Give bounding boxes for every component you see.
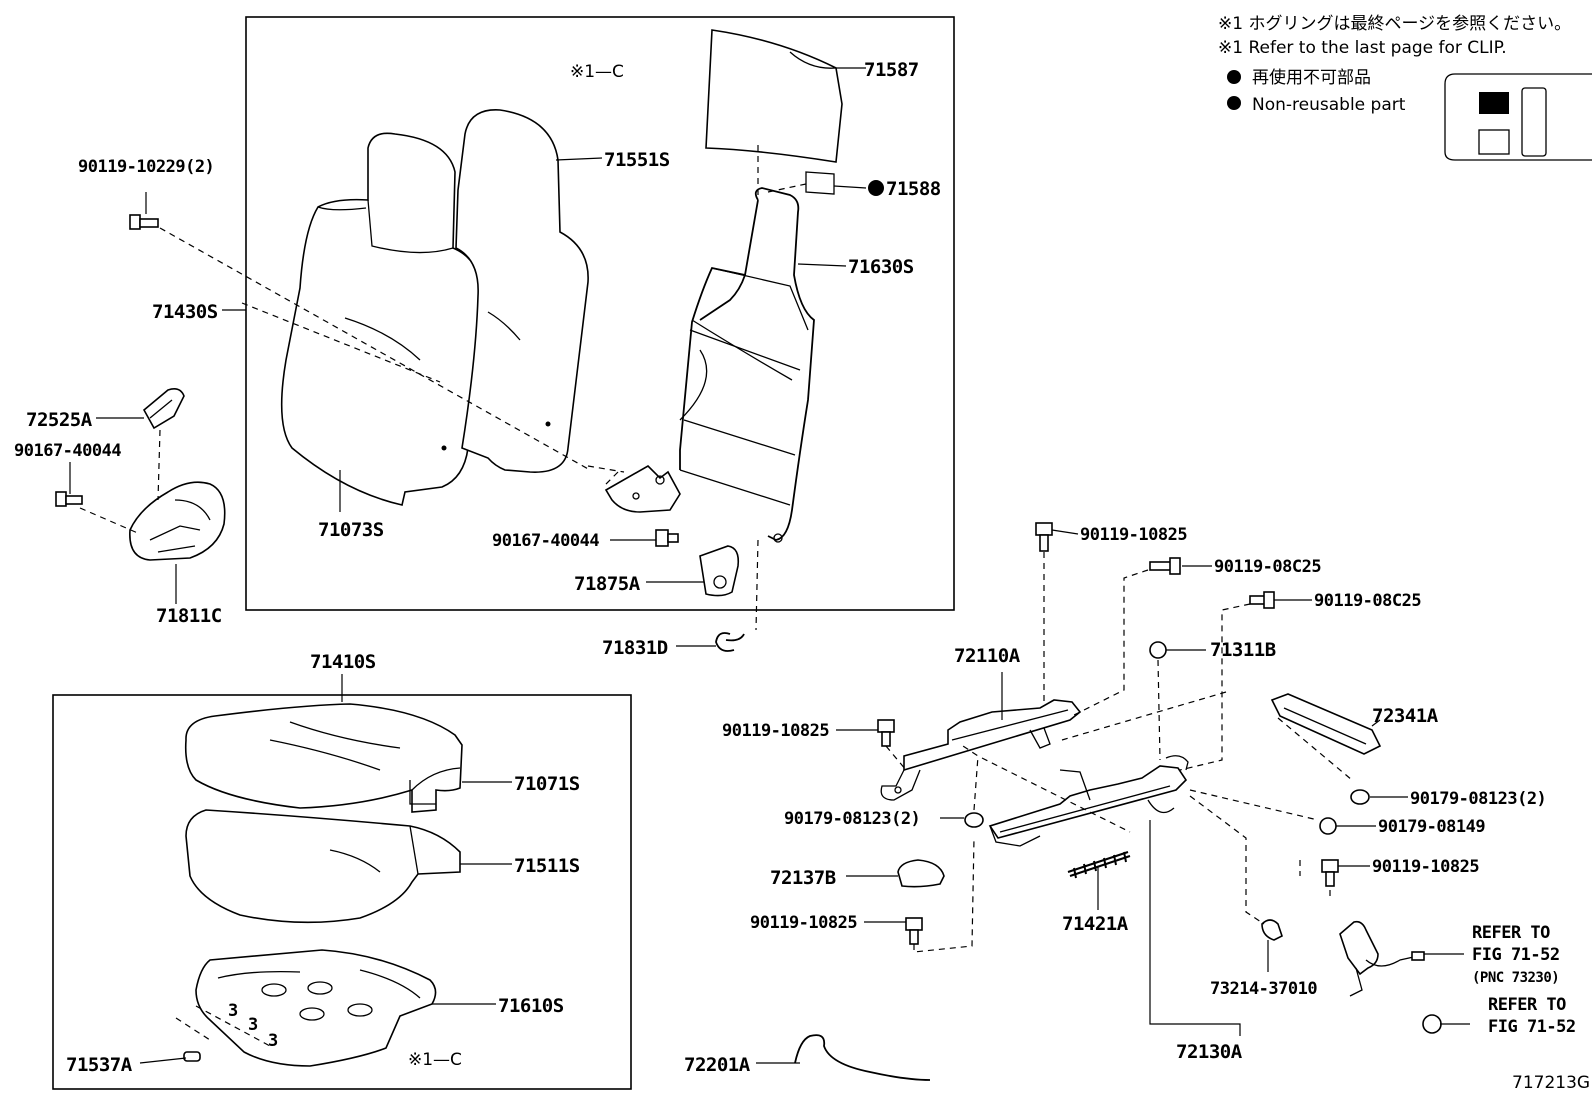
vehicle-location-icon [1444, 73, 1592, 161]
bolt-90119-10229 [129, 214, 159, 230]
bolt-90119-08C25-a [1149, 557, 1181, 575]
label-90167-40044-mid: 90167-40044 [492, 531, 599, 551]
label-90119-08C25-b: 90119-08C25 [1314, 591, 1421, 611]
label-90179-08123-right: 90179-08123(2) [1410, 789, 1546, 809]
label-90119-10825-left: 90119-10825 [722, 721, 829, 741]
recline-lever-72525A [142, 388, 185, 430]
note-clip-en: ※1 Refer to the last page for CLIP. [1218, 38, 1507, 58]
label-72110A: 72110A [954, 645, 1021, 667]
label-72130A: 72130A [1176, 1041, 1243, 1063]
label-90119-10229: 90119-10229(2) [78, 157, 214, 177]
refer1-pnc: (PNC 73230) [1472, 970, 1559, 986]
refer2-line2: FIG 71-52 [1488, 1017, 1576, 1037]
label-90179-08123-left: 90179-08123(2) [784, 809, 920, 829]
bolt-90119-10825-right [1321, 859, 1339, 887]
label-71831D: 71831D [602, 637, 668, 659]
recliner-hinge-bracket [604, 465, 681, 513]
label-72525A: 72525A [26, 409, 93, 431]
label-72341A: 72341A [1372, 705, 1439, 727]
seat-belt-buckle [1339, 920, 1379, 976]
nut-refer-fig [1422, 1014, 1442, 1034]
label-71421A: 71421A [1062, 913, 1129, 935]
note-nonreuse-en: Non-reusable part [1252, 95, 1406, 115]
svg-text:3: 3 [268, 1031, 278, 1051]
nut-90179-08123-left [964, 812, 984, 828]
label-90119-10825-top: 90119-10825 [1080, 525, 1187, 545]
label-90119-08C25-a: 90119-08C25 [1214, 557, 1321, 577]
refer1-line1: REFER TO [1472, 923, 1550, 943]
back-board-71587 [705, 29, 843, 163]
bracket-73214-37010 [1261, 919, 1283, 941]
label-71875A: 71875A [574, 573, 641, 595]
label-72201A: 72201A [684, 1054, 751, 1076]
label-71630S: 71630S [848, 256, 914, 278]
clip-ref-lower: ※1—C [408, 1050, 462, 1070]
label-90167-40044-left: 90167-40044 [14, 441, 121, 461]
wire-72201A [794, 1034, 931, 1081]
label-71511S: 71511S [514, 855, 580, 877]
nut-90179-08123-right [1350, 789, 1370, 805]
label-71811C: 71811C [156, 605, 222, 627]
seat-track-72110A [903, 699, 1082, 772]
label-71071S: 71071S [514, 773, 580, 795]
label-90179-08149: 90179-08149 [1378, 817, 1485, 837]
seatback-frame-71630S [679, 187, 815, 541]
cushion-pad-71511S [185, 809, 461, 924]
label-90119-10825-bottom: 90119-10825 [750, 913, 857, 933]
bolt-90119-10825-bottom [905, 917, 923, 945]
label-71610S: 71610S [498, 995, 564, 1017]
label-71587: 71587 [864, 59, 919, 81]
nut-71311B [1149, 641, 1167, 659]
clip-ref-upper: ※1—C [570, 62, 624, 82]
label-71551S: 71551S [604, 149, 670, 171]
bolt-90119-10825-left [877, 719, 895, 747]
nut-90179-08149 [1319, 817, 1337, 835]
note-clip-jp: ※1 ホグリングは最終ページを参照ください。 [1218, 14, 1571, 34]
screw-90167-40044-left [55, 491, 83, 507]
nonreusable-bullet-icon [1227, 70, 1241, 84]
seatback-cover-71073S [280, 132, 481, 506]
figure-id: 717213G [1512, 1073, 1590, 1093]
hook-71537A [183, 1051, 201, 1062]
cover-72137B [897, 859, 945, 888]
svg-text:3: 3 [228, 1001, 238, 1021]
bolt-90119-10825-top [1035, 522, 1053, 552]
label-71537A: 71537A [66, 1054, 133, 1076]
seatback-pad-71551S [455, 109, 589, 473]
refer1-line2: FIG 71-52 [1472, 945, 1560, 965]
label-90119-10825-right: 90119-10825 [1372, 857, 1479, 877]
label-71410S: 71410S [310, 651, 376, 673]
label-71311B: 71311B [1210, 639, 1276, 661]
spring-71421A [1067, 851, 1131, 879]
bar-72341A [1270, 693, 1382, 755]
seat-track-72130A [988, 765, 1188, 839]
note-nonreuse-jp: 再使用不可部品 [1252, 67, 1371, 88]
svg-text:3: 3 [248, 1015, 258, 1035]
cushion-cover-71071S [184, 703, 463, 813]
seatback-group-box [245, 16, 955, 611]
label-71430S: 71430S [152, 301, 218, 323]
label-71588: 71588 [886, 178, 941, 200]
refer2-line1: REFER TO [1488, 995, 1566, 1015]
label-72137B: 72137B [770, 867, 836, 889]
clip-71831D [715, 632, 745, 652]
bolt-90119-08C25-b [1249, 591, 1275, 609]
label-73214-37010: 73214-37010 [1210, 979, 1317, 999]
label-71073S: 71073S [318, 519, 384, 541]
screw-90167-40044-mid [655, 529, 679, 547]
nonreusable-bullet-icon [1227, 96, 1241, 110]
hinge-cover-71875A [699, 545, 740, 597]
side-cover-71811C [129, 481, 226, 561]
nonreusable-marker-icon [868, 180, 884, 196]
